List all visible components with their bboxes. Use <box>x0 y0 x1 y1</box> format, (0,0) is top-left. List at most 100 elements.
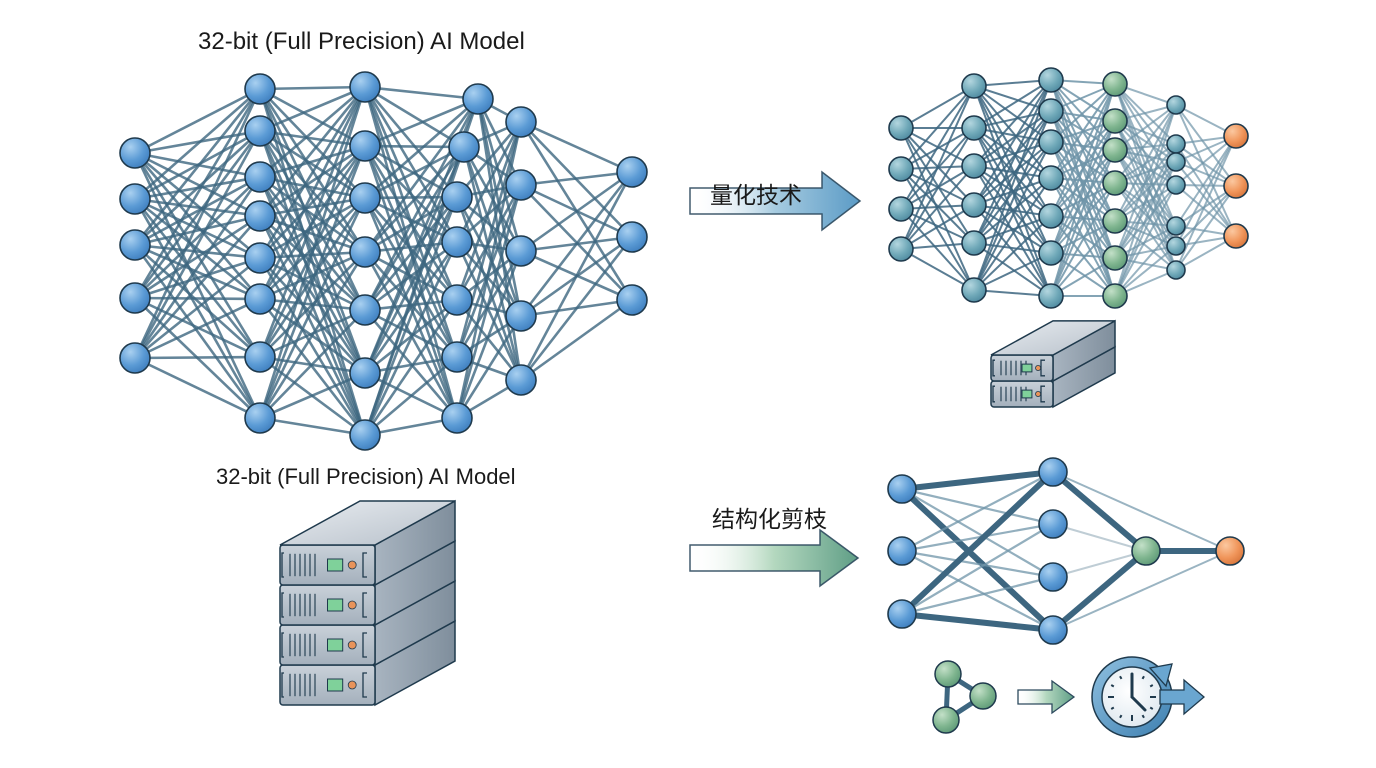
connection-edge <box>259 145 366 259</box>
connection-edge <box>134 88 261 200</box>
connection-edge <box>455 121 523 243</box>
pruning-label: 结构化剪枝 <box>712 507 827 533</box>
neuron-node <box>1038 98 1064 124</box>
neuron-node <box>1166 260 1186 280</box>
connection-edge <box>973 85 1052 179</box>
connection-edge <box>258 86 367 259</box>
connection-edge <box>455 241 523 381</box>
connection-edge <box>134 256 261 360</box>
connection-edge <box>973 252 1052 291</box>
neuron-node <box>505 300 537 332</box>
connection-edge <box>455 121 523 419</box>
connection-edge <box>901 575 1054 616</box>
connection-edge <box>1114 104 1177 222</box>
connection-edge <box>134 197 261 260</box>
connection-edge <box>259 144 366 218</box>
connection-edge <box>519 171 634 381</box>
connection-edge <box>901 549 1054 579</box>
connection-edge <box>259 196 366 218</box>
connection-edge <box>1114 184 1177 297</box>
connection-edge <box>1050 83 1116 179</box>
neuron-node <box>888 196 914 222</box>
connection-edge <box>1114 149 1177 227</box>
neuron-node <box>505 364 537 396</box>
connection-edge <box>901 550 1054 631</box>
neuron-node <box>1038 240 1064 266</box>
neuron-node <box>961 192 987 218</box>
connection-edge <box>973 177 1052 291</box>
neuron-node <box>1038 203 1064 229</box>
neuron-node <box>1166 216 1186 236</box>
neuron-node <box>961 277 987 303</box>
neuron-node <box>616 284 648 316</box>
pruned-network <box>887 457 1245 645</box>
neuron-node <box>119 229 151 261</box>
connection-edge <box>134 214 261 300</box>
neuron-node <box>961 230 987 256</box>
connection-edge <box>1175 104 1237 237</box>
connection-edge <box>134 356 261 420</box>
server-unit <box>279 619 456 707</box>
connection-edge <box>455 196 523 381</box>
neuron-node <box>888 236 914 262</box>
connection-edge <box>133 130 262 299</box>
neuron-node <box>1166 175 1186 195</box>
connection-edge <box>973 85 1052 217</box>
neuron-node <box>1166 236 1186 256</box>
connection-edge <box>476 98 523 186</box>
connection-edge <box>259 85 366 91</box>
full-precision-network <box>119 71 648 451</box>
quantization-arrow <box>689 170 862 232</box>
neuron-node <box>244 242 276 274</box>
neuron-node <box>616 221 648 253</box>
connection-edge <box>1114 143 1177 297</box>
quantization-label: 量化技术 <box>710 183 802 209</box>
neuron-node <box>888 115 914 141</box>
connection-edge <box>973 177 1052 244</box>
connection-edge <box>259 257 366 374</box>
connection-edge <box>133 88 262 246</box>
connection-edge <box>363 241 459 436</box>
clock-tick <box>1110 684 1115 688</box>
neuron-node <box>244 402 276 434</box>
server-top <box>279 500 456 546</box>
connection-edge <box>900 85 975 170</box>
connection-edge <box>259 196 366 260</box>
neuron-node <box>1038 562 1068 592</box>
neuron-node <box>1102 71 1128 97</box>
neuron-node <box>505 235 537 267</box>
connection-edge <box>258 215 367 374</box>
connection-edge <box>259 416 366 437</box>
edges <box>900 79 1237 297</box>
connection-edge <box>133 176 262 359</box>
connection-edge <box>455 184 523 419</box>
connection-edge <box>455 250 523 419</box>
connection-edge <box>134 215 261 359</box>
connection-edge <box>259 87 366 148</box>
connection-edge <box>1175 104 1237 187</box>
connection-edge <box>973 141 1052 291</box>
connection-edge <box>258 86 367 217</box>
connection-edge <box>133 88 262 299</box>
connection-edge <box>259 309 366 419</box>
large-server-stack-icon <box>279 499 456 707</box>
neuron-node <box>1166 95 1186 115</box>
connection-edge <box>973 165 1052 179</box>
connection-edge <box>1175 135 1237 227</box>
connection-edge <box>973 85 1052 254</box>
connection-edge <box>1175 135 1237 247</box>
connection-edge <box>1050 83 1116 254</box>
connection-edge <box>520 298 633 382</box>
neuron-node <box>961 115 987 141</box>
connection-edge <box>134 355 261 360</box>
neuron-node <box>1102 208 1128 234</box>
neuron-node <box>349 236 381 268</box>
connection-edge <box>1051 469 1148 554</box>
connection-edge <box>1114 104 1177 184</box>
connection-edge <box>363 299 459 436</box>
connection-edge <box>900 165 975 250</box>
connection-edge <box>973 79 1052 87</box>
connection-edge <box>258 86 367 300</box>
connection-edge <box>134 243 261 260</box>
connection-edge <box>900 127 975 244</box>
